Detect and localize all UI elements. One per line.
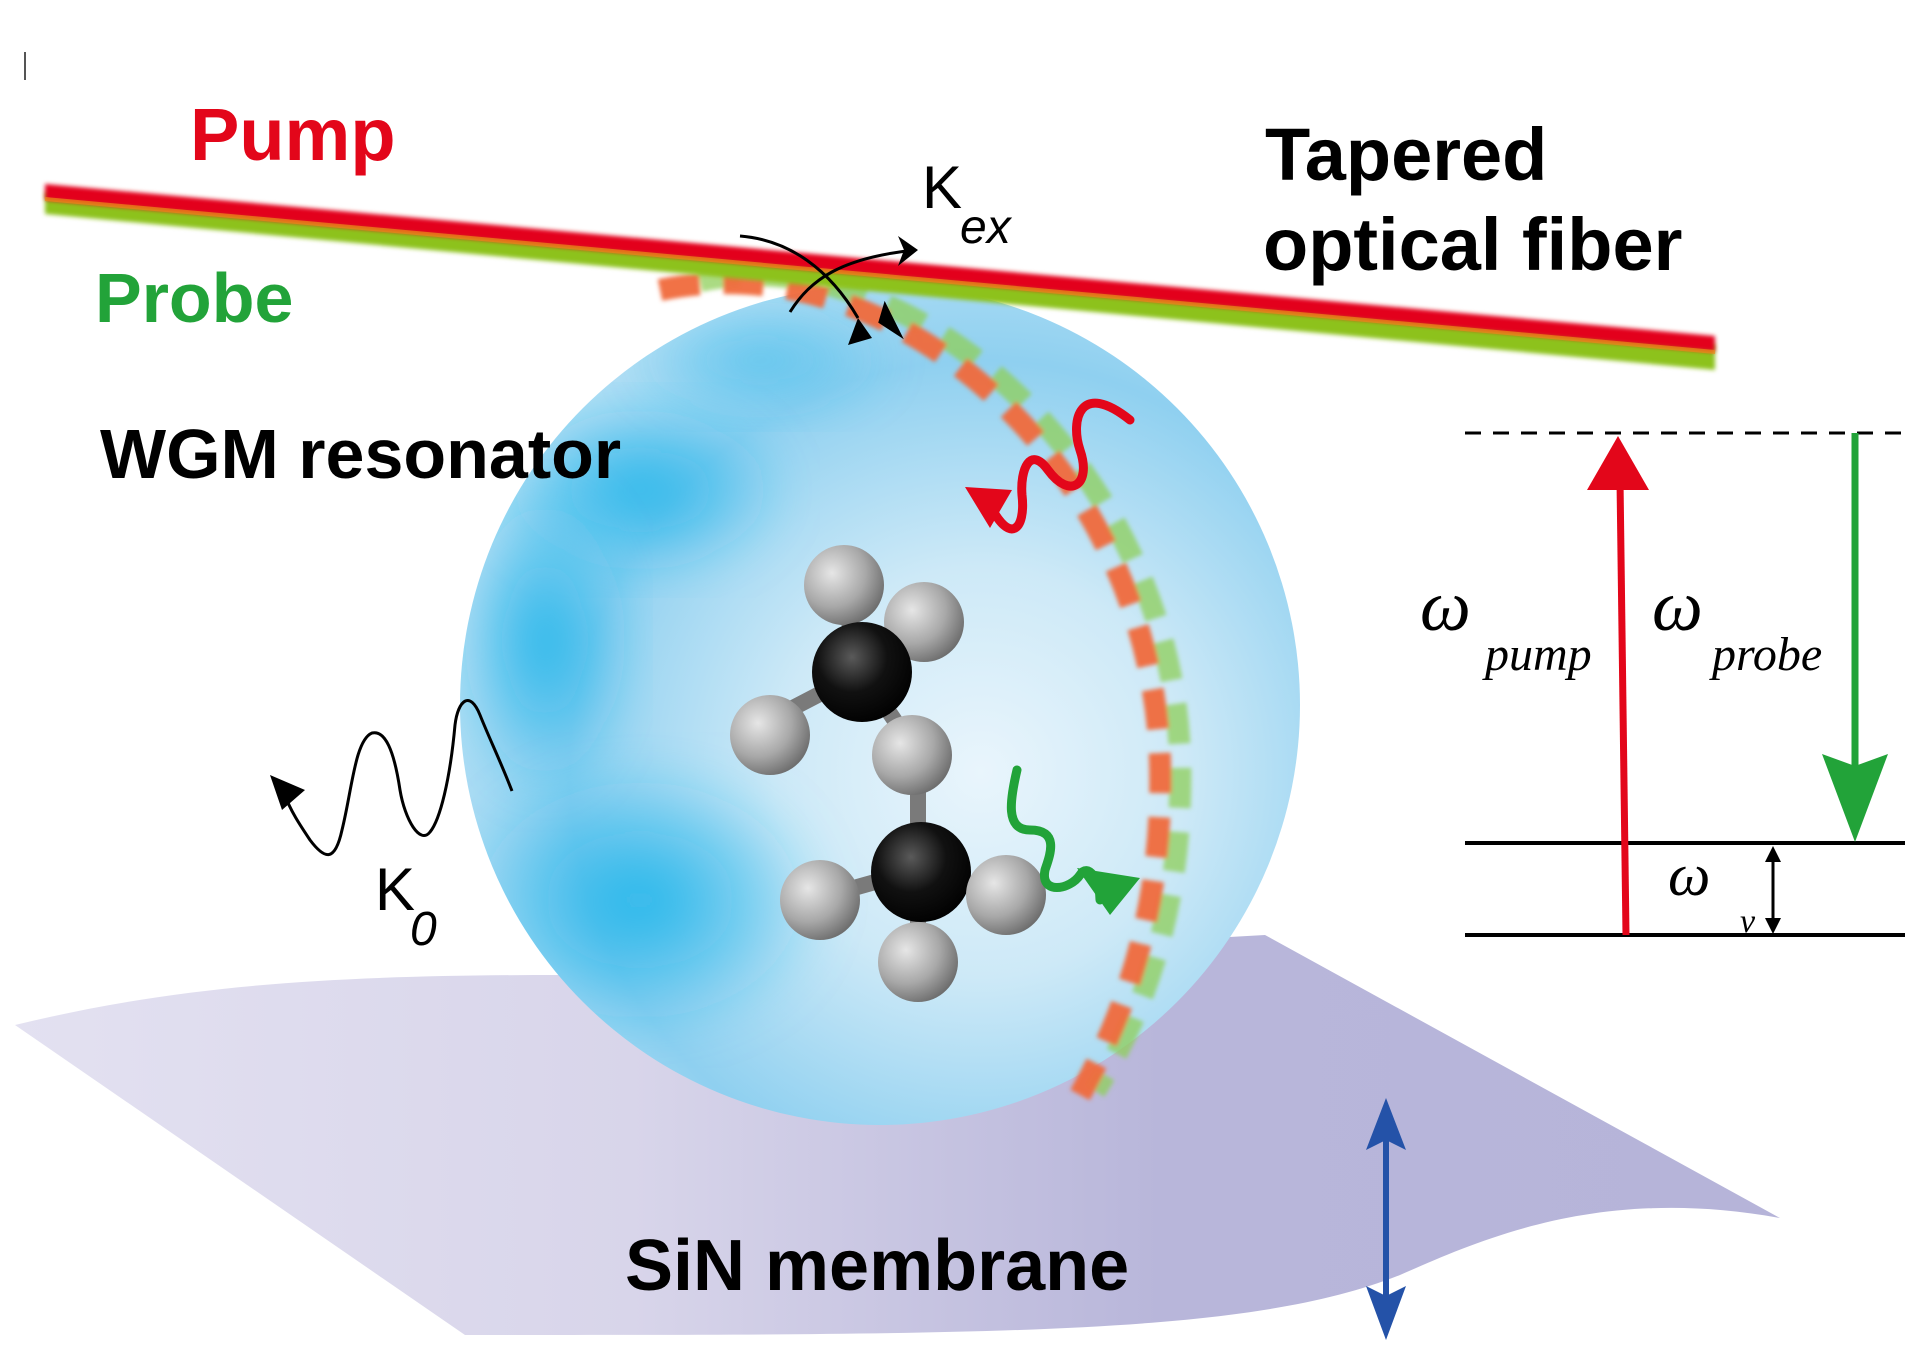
- pump-arrowhead-icon: [1587, 436, 1649, 490]
- kappa-0-symbol: K: [375, 856, 415, 923]
- ethane-molecule-icon: [730, 545, 1046, 1002]
- omega-probe-subscript: probe: [1709, 628, 1822, 681]
- fiber-label-line2: optical fiber: [1263, 203, 1682, 286]
- omega-vib-subscript: v: [1740, 903, 1756, 940]
- probe-label: Probe: [95, 259, 293, 337]
- sin-membrane-label: SiN membrane: [625, 1226, 1129, 1306]
- fiber-label-line1: Tapered: [1265, 113, 1547, 196]
- sin-membrane: [15, 935, 1780, 1335]
- omega-pump-subscript: pump: [1482, 628, 1592, 681]
- wgm-mode-pattern: [657, 264, 1192, 1101]
- wgm-resonator-label: WGM resonator: [100, 415, 621, 493]
- kappa-0-subscript: 0: [410, 903, 437, 956]
- kappa-ex-subscript: ex: [960, 201, 1013, 254]
- pump-label: Pump: [190, 93, 396, 176]
- kappa-ex-symbol: K: [922, 154, 962, 221]
- pump-photon-wavy-arrow-icon: [965, 398, 1135, 534]
- tapered-optical-fiber: [45, 184, 1715, 370]
- pump-transition-arrow: [1616, 479, 1630, 936]
- membrane-motion-double-arrow-icon: [1366, 1098, 1406, 1340]
- omega-vib-symbol: ω: [1668, 842, 1710, 908]
- energy-level-diagram: [1465, 431, 1905, 937]
- probe-photon-wavy-arrow-icon: [1006, 765, 1140, 915]
- coupling-arrows-icon: [739, 234, 918, 345]
- omega-probe-symbol: ω: [1652, 566, 1703, 646]
- probe-arrowhead-icon: [1822, 754, 1888, 842]
- omega-pump-symbol: ω: [1420, 566, 1471, 646]
- loss-photon-wavy-arrow-icon: [270, 699, 514, 857]
